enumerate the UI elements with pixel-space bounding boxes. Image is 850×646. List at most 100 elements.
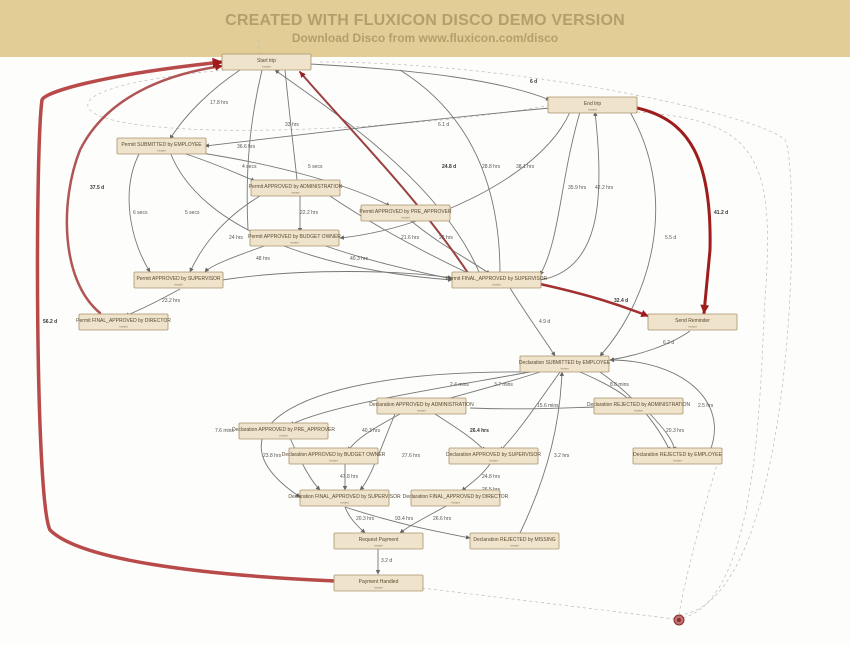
edge-label: 23.2 hrs [162, 298, 181, 304]
node-declaration-rejected-missing[interactable]: Declaration REJECTED by MISSING instant [469, 532, 560, 550]
edge-label: 21.6 hrs [401, 235, 420, 241]
edge-final-start [274, 69, 481, 275]
svg-text:Start trip: Start trip [257, 58, 276, 64]
node-permit-submitted-employee[interactable]: Permit SUBMITTED by EMPLOYEE instant [116, 137, 207, 155]
edge-label: 3.7 mins [494, 382, 513, 388]
svg-text:Permit APPROVED by SUPERVISOR: Permit APPROVED by SUPERVISOR [136, 276, 220, 282]
svg-text:instant: instant [262, 65, 271, 69]
node-permit-final-approved-supervisor[interactable]: Permit FINAL_APPROVED by SUPERVISOR inst… [446, 271, 548, 289]
edge-admin-final [329, 195, 471, 275]
edge-missing-decl [519, 371, 565, 534]
edge-final-end-b [539, 111, 600, 281]
edge-reminder-decl [609, 330, 691, 362]
svg-text:Declaration SUBMITTED by EMPLO: Declaration SUBMITTED by EMPLOYEE [519, 360, 611, 366]
edge-label: 40.3 hrs [362, 428, 381, 434]
node-declaration-approved-budget-owner[interactable]: Declaration APPROVED by BUDGET OWNER ins… [282, 447, 386, 465]
node-permit-approved-supervisor[interactable]: Permit APPROVED by SUPERVISOR instant [133, 271, 224, 289]
svg-text:instant: instant [492, 283, 501, 287]
edge-label: 32.4 d [614, 298, 628, 304]
node-payment-handled[interactable]: Payment Handled instant [333, 574, 424, 592]
svg-text:Declaration APPROVED by PRE_AP: Declaration APPROVED by PRE_APPROVER [232, 427, 335, 433]
edge-label: 40.3 hrs [350, 256, 369, 262]
edge-label: 47.8 hrs [340, 474, 359, 480]
edge-red-end-reminder [635, 106, 712, 315]
edge-label: 8.8 mins [610, 382, 629, 388]
edge-label: 2.4 mins [450, 382, 469, 388]
node-permit-final-approved-director[interactable]: Permit FINAL_APPROVED by DIRECTOR instan… [76, 313, 171, 331]
edge-label: 6.1 d [438, 122, 449, 128]
edge-admin-super [189, 195, 261, 273]
edge-label: 5 secs [308, 164, 323, 170]
svg-text:instant: instant [157, 149, 166, 153]
edge-label: 41.2 d [714, 210, 728, 216]
edge-label: 37.5 d [90, 185, 104, 191]
edge-label: 33 hrs [285, 122, 299, 128]
node-permit-approved-administration[interactable]: Permit APPROVED by ADMINISTRATION instan… [249, 179, 343, 197]
edge-director-request [399, 503, 451, 534]
edge-label: 17.8 hrs [210, 100, 229, 106]
edge-label: 93.4 hrs [395, 516, 414, 522]
node-send-reminder[interactable]: Send Reminder instant [647, 313, 738, 331]
edge-label: 2.5 hrs [698, 403, 714, 409]
edge-label: 6 secs [133, 210, 148, 216]
node-declaration-submitted-employee[interactable]: Declaration SUBMITTED by EMPLOYEE instan… [519, 355, 611, 373]
edge-submitted-pre [194, 151, 391, 207]
edge-label: 24 hrs [229, 235, 243, 241]
node-declaration-rejected-administration[interactable]: Declaration REJECTED by ADMINISTRATION i… [587, 397, 691, 415]
edge-end-dashed-2 [319, 61, 793, 616]
edge-label: 42.2 hrs [595, 185, 614, 191]
svg-text:instant: instant [340, 501, 349, 505]
svg-text:Permit APPROVED by BUDGET OWNE: Permit APPROVED by BUDGET OWNER [248, 234, 341, 240]
edge-label: 3.2 hrs [554, 453, 570, 459]
node-request-payment[interactable]: Request Payment instant [333, 532, 424, 550]
svg-text:Permit FINAL_APPROVED by DIREC: Permit FINAL_APPROVED by DIRECTOR [76, 318, 171, 324]
svg-text:Permit SUBMITTED by EMPLOYEE: Permit SUBMITTED by EMPLOYEE [121, 142, 202, 148]
edge-end-dashed-3 [636, 111, 768, 619]
edge-finald-missing [344, 506, 471, 540]
edge-label: 20.3 hrs [356, 516, 375, 522]
edge-label: 35.9 hrs [568, 185, 587, 191]
svg-text:Declaration APPROVED by SUPERV: Declaration APPROVED by SUPERVISOR [446, 452, 541, 458]
svg-text:Permit APPROVED by PRE_APPROVE: Permit APPROVED by PRE_APPROVER [359, 209, 452, 215]
svg-text:instant: instant [174, 283, 183, 287]
node-declaration-approved-pre-approver[interactable]: Declaration APPROVED by PRE_APPROVER ins… [232, 422, 335, 440]
svg-text:instant: instant [688, 325, 697, 329]
svg-text:Declaration REJECTED by EMPLOY: Declaration REJECTED by EMPLOYEE [633, 452, 722, 458]
node-declaration-final-approved-director[interactable]: Declaration FINAL_APPROVED by DIRECTOR i… [403, 489, 509, 507]
edge-label: 26.4 hrs [470, 428, 489, 434]
edge-admin-rejadmin [469, 406, 596, 410]
edge-rejemp-decl [609, 357, 715, 452]
edge-label: 5.5 d [665, 235, 676, 241]
node-declaration-final-approved-supervisor[interactable]: Declaration FINAL_APPROVED by SUPERVISOR… [288, 489, 401, 507]
edge-pre-final-d [289, 437, 321, 491]
node-declaration-approved-administration[interactable]: Declaration APPROVED by ADMINISTRATION i… [369, 397, 474, 415]
edge-label: 20.3 hrs [666, 428, 685, 434]
edge-label: 6 d [530, 79, 537, 85]
edge-label: 15.6 mins [537, 403, 559, 409]
edge-end-dashed-4 [678, 454, 721, 615]
svg-text:Request Payment: Request Payment [359, 537, 399, 543]
edge-start-permit-submitted [169, 69, 241, 140]
node-permit-approved-budget-owner[interactable]: Permit APPROVED by BUDGET OWNER instant [248, 229, 341, 247]
svg-text:Declaration APPROVED by ADMINI: Declaration APPROVED by ADMINISTRATION [369, 402, 474, 408]
node-end-trip[interactable]: End trip instant [547, 96, 638, 114]
edge-start-end [309, 63, 551, 101]
svg-text:Declaration REJECTED by ADMINI: Declaration REJECTED by ADMINISTRATION [587, 402, 691, 408]
edge-36hrs [246, 69, 263, 231]
edge-label: 24.8 d [442, 164, 456, 170]
svg-text:instant: instant [634, 409, 643, 413]
edge-label: 22.2 hrs [300, 210, 319, 216]
edge-super-director-d [461, 463, 491, 492]
edge-label: 7.6 mins [215, 428, 234, 434]
svg-text:instant: instant [560, 367, 569, 371]
edge-final-decl [509, 287, 556, 357]
node-declaration-approved-supervisor[interactable]: Declaration APPROVED by SUPERVISOR insta… [446, 447, 541, 465]
svg-text:Permit FINAL_APPROVED by SUPER: Permit FINAL_APPROVED by SUPERVISOR [446, 276, 548, 282]
edge-label: 22 hrs [439, 235, 453, 241]
node-declaration-rejected-employee[interactable]: Declaration REJECTED by EMPLOYEE instant [632, 447, 722, 465]
node-permit-approved-pre-approver[interactable]: Permit APPROVED by PRE_APPROVER instant [359, 204, 452, 222]
edge-end-final-a [539, 111, 581, 276]
node-start-trip[interactable]: Start trip instant [221, 53, 312, 71]
edge-label: 56.2 d [43, 319, 57, 325]
